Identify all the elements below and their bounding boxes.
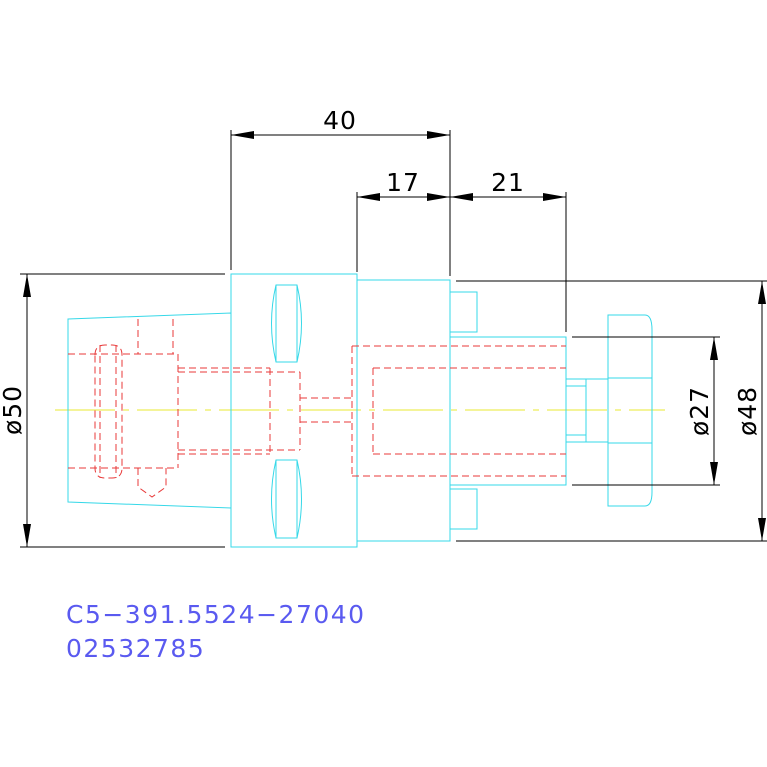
dimension-17: 17 — [356, 168, 450, 272]
dimension-21: 21 — [450, 168, 567, 332]
dimension-diameter-27: ø27 — [572, 336, 720, 486]
key-bottom — [449, 488, 478, 530]
dimension-diameter-50: ø50 — [0, 273, 225, 548]
part-code: C5−391.5524−27040 — [66, 600, 366, 629]
dimension-label-21: 21 — [491, 168, 525, 197]
dimension-40: 40 — [230, 106, 451, 276]
washer — [607, 314, 653, 507]
hidden-lines — [68, 319, 566, 498]
dimension-label-diameter-27: ø27 — [685, 386, 714, 436]
part-number: 02532785 — [66, 634, 205, 663]
part-outline — [67, 273, 653, 548]
dimension-label-17: 17 — [386, 168, 420, 197]
key-top — [449, 291, 478, 333]
dimension-label-diameter-48: ø48 — [733, 386, 762, 436]
dimension-label-40: 40 — [323, 106, 357, 135]
dimension-label-diameter-50: ø50 — [0, 385, 27, 435]
spigot — [449, 336, 567, 486]
dimension-diameter-48: ø48 — [456, 280, 767, 542]
